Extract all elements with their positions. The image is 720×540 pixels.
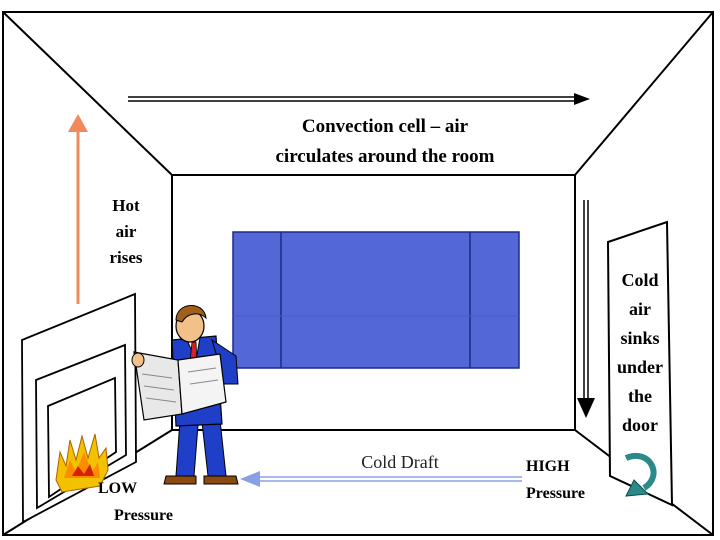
hot-air-label-line1: Hot [112,196,140,215]
room-outline [2,11,714,536]
low-pressure-label-line2: Pressure [114,507,173,524]
cold-air-sinking-arrow [577,200,595,418]
cold-air-label-line1: Cold [621,270,659,290]
curved-arrow-icon [624,453,657,497]
hot-air-label-line2: air [115,222,137,241]
cold-air-label-line2: air [629,299,651,319]
window-panel [232,231,520,369]
high-pressure-label-line2: Pressure [526,485,585,502]
cold-air-label-line3: sinks [620,328,660,348]
door [606,220,674,507]
cold-air-label-line4: under [616,357,663,377]
hot-air-label-line3: rises [109,248,143,267]
convection-ceiling-arrow [128,93,590,105]
fire-icon [55,433,109,493]
low-pressure-label-line1: LOW [98,480,138,497]
man-reading-newspaper-icon [131,305,239,485]
cold-air-label-line5: the [628,386,652,406]
cold-draft-arrow [240,471,522,487]
convection-title-line2: circulates around the room [275,146,495,167]
hot-air-rising-arrow [68,114,88,304]
convection-title-line1: Convection cell – air [301,116,469,137]
cold-air-label-line6: door [622,415,658,435]
window [232,231,520,369]
high-pressure-label-line1: HIGH [526,458,570,475]
cold-draft-label: Cold Draft [361,452,439,472]
